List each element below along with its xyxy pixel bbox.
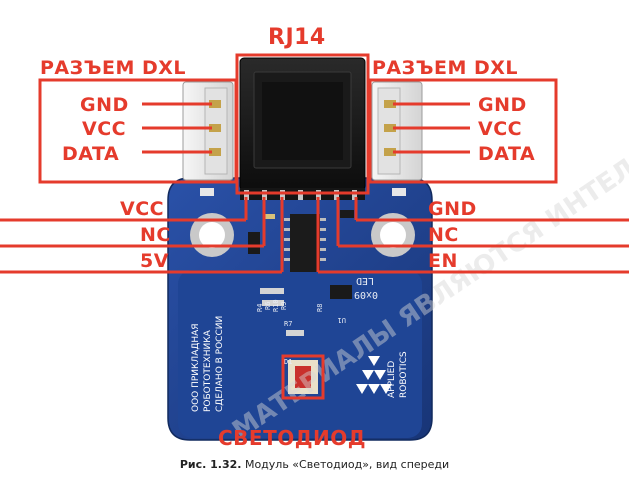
board-silkscreen: ООО ПРИКЛАДНАЯ РОБОТОТЕХНИКА СДЕЛАНО В Р… [191,275,409,412]
figure-caption-text: Модуль «Светодиод», вид спереди [244,458,450,471]
rj14-jack [239,57,366,191]
silk-ref-u1: U1 [338,316,346,324]
silk-ref-r4: R4 [256,304,264,312]
left-pin-vcc: VCC [82,118,126,140]
smd-components [200,188,406,336]
silk-ref-r6: R6 [264,302,272,310]
right-pin-data: DATA [478,143,535,165]
silk-part-code: 0x09 [354,289,378,300]
header-pin-nc-right: NC [428,224,459,246]
connector-left-label: РАЗЪЕМ DXL [40,57,186,79]
brand-logo [356,356,392,394]
silk-manufacturer-line-2: РОБОТОТЕХНИКА [203,329,213,412]
silk-brand-line-2: ROBOTICS [399,351,409,398]
silk-ref-r7: R7 [284,320,292,328]
left-pin-gnd: GND [80,94,129,116]
header-pin-gnd: GND [428,198,477,220]
right-pin-vcc: VCC [478,118,522,140]
header-pin-5v: 5V [140,250,169,272]
rj14-frame [235,53,370,195]
silk-ref-r9: R9 [280,302,288,310]
header-pin-vcc: VCC [120,198,164,220]
figure-caption: Рис. 1.32. Модуль «Светодиод», вид спере… [0,458,629,471]
driver-ic [284,214,326,272]
dxl-connector-left [182,81,234,181]
silk-manufacturer-line-3: СДЕЛАНО В РОССИИ [215,316,225,412]
silk-manufacturer-line-1: ООО ПРИКЛАДНАЯ [191,323,201,412]
figure-number: Рис. 1.32. [179,458,242,471]
silk-brand-line-1: APPLIED [387,361,397,398]
led-component [288,360,318,394]
header-pin-nc-left: NC [140,224,171,246]
silk-part-name: LED [356,275,374,286]
rj14-label: RJ14 [268,25,326,50]
header-pin-en: EN [428,250,458,272]
silk-ref-r8: R8 [316,304,324,312]
right-pin-gnd: GND [478,94,527,116]
silk-ref-r10: R10 [272,299,280,312]
led-label: СВЕТОДИОД [218,426,366,450]
led-frame [281,354,325,400]
left-pin-data: DATA [62,143,119,165]
dxl-connector-right [371,81,423,181]
silk-ref-d1: D1 [284,358,292,366]
annotation-lines [0,53,629,400]
connector-right-label: РАЗЪЕМ DXL [372,57,518,79]
connector-frame-right [368,78,558,184]
